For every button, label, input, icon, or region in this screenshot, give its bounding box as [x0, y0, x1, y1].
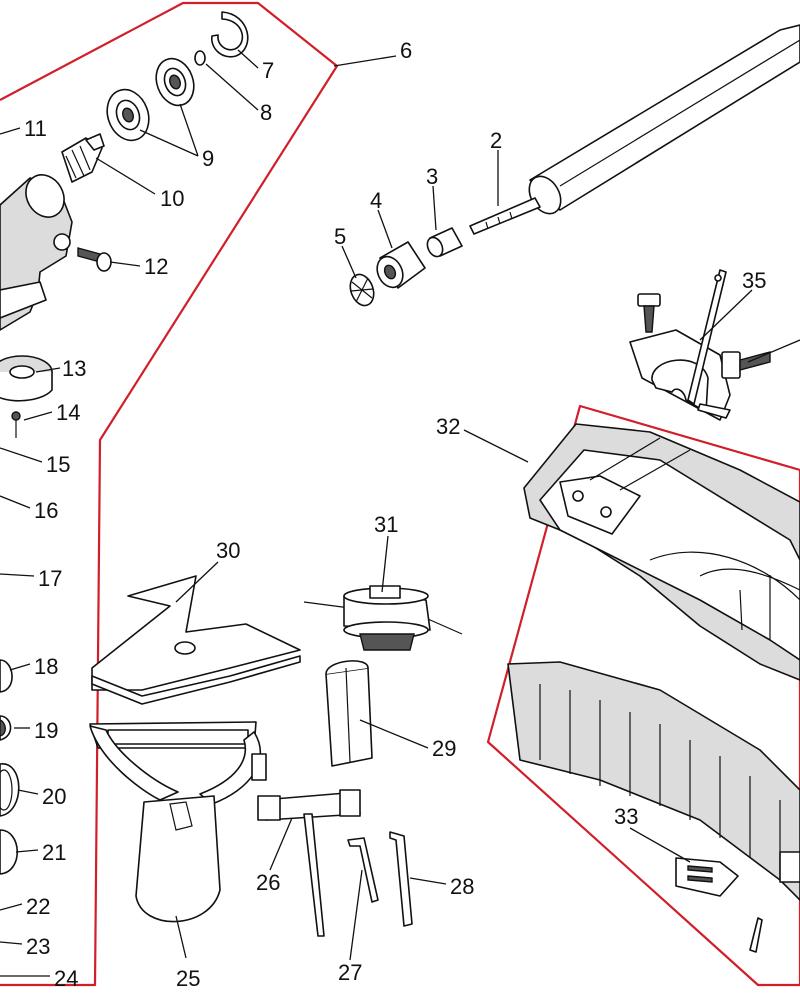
callout-31: 31 [374, 512, 398, 537]
callout-2: 2 [490, 128, 502, 153]
callout-11: 11 [24, 116, 47, 141]
callout-32: 32 [436, 414, 460, 439]
circlip [211, 11, 249, 58]
callout-14: 14 [56, 400, 80, 425]
bearing-lower [106, 88, 150, 142]
guard-screws [675, 857, 763, 953]
callout-16: 16 [34, 498, 58, 523]
leader-lines [0, 49, 800, 977]
hex-key-28 [389, 831, 413, 927]
callout-20: 20 [42, 784, 66, 809]
washer-19 [0, 715, 12, 741]
callout-4: 4 [370, 188, 382, 213]
callout-35: 35 [742, 268, 766, 293]
callout-6: 6 [400, 38, 412, 63]
bearing-upper [155, 57, 195, 107]
cup-20 [0, 763, 20, 817]
callout-18: 18 [34, 654, 58, 679]
callout-12: 12 [144, 254, 168, 279]
callout-8: 8 [260, 100, 272, 125]
callout-9: 9 [202, 146, 214, 171]
bracket-bolt-left [637, 293, 661, 333]
callout-19: 19 [34, 718, 58, 743]
callout-17: 17 [38, 566, 62, 591]
flange-screw [11, 411, 21, 438]
callout-27: 27 [338, 960, 362, 985]
callout-23: 23 [26, 934, 50, 959]
callout-22: 22 [26, 894, 50, 919]
hex-key-27 [347, 837, 379, 903]
callout-33: 33 [614, 804, 638, 829]
group-border-guard [486, 404, 800, 987]
callout-25: 25 [176, 966, 200, 991]
housing-screw [77, 247, 112, 272]
callout-24: 24 [54, 966, 78, 991]
star-washer [349, 273, 375, 307]
washer-18 [0, 659, 13, 693]
oil-bottle [325, 660, 373, 767]
spanner-wrench [257, 789, 361, 937]
callout-5: 5 [334, 224, 346, 249]
three-tooth-blade [91, 575, 301, 705]
gear-housing [0, 174, 73, 331]
callout-26: 26 [256, 870, 280, 895]
callout-30: 30 [216, 538, 240, 563]
coupler-nut [376, 241, 426, 289]
callout-15: 15 [46, 452, 70, 477]
grass-guard-skirt [507, 661, 800, 901]
drive-shaft-rod [469, 197, 541, 235]
callout-3: 3 [426, 164, 438, 189]
handle-bracket [629, 269, 731, 421]
cup-21 [0, 829, 19, 875]
callout-13: 13 [62, 356, 86, 381]
bevel-gear [61, 133, 105, 183]
bushing-sleeve [426, 227, 463, 258]
callout-10: 10 [160, 186, 184, 211]
trimmer-line-head [303, 585, 463, 651]
callout-7: 7 [262, 58, 274, 83]
grass-guard-upper [523, 423, 800, 681]
small-washer [194, 50, 206, 66]
callout-21: 21 [42, 840, 66, 865]
flange-cap [0, 355, 53, 402]
callout-28: 28 [450, 874, 474, 899]
callout-29: 29 [432, 736, 456, 761]
shoulder-harness [89, 721, 267, 923]
drive-shaft-tube [528, 24, 800, 215]
